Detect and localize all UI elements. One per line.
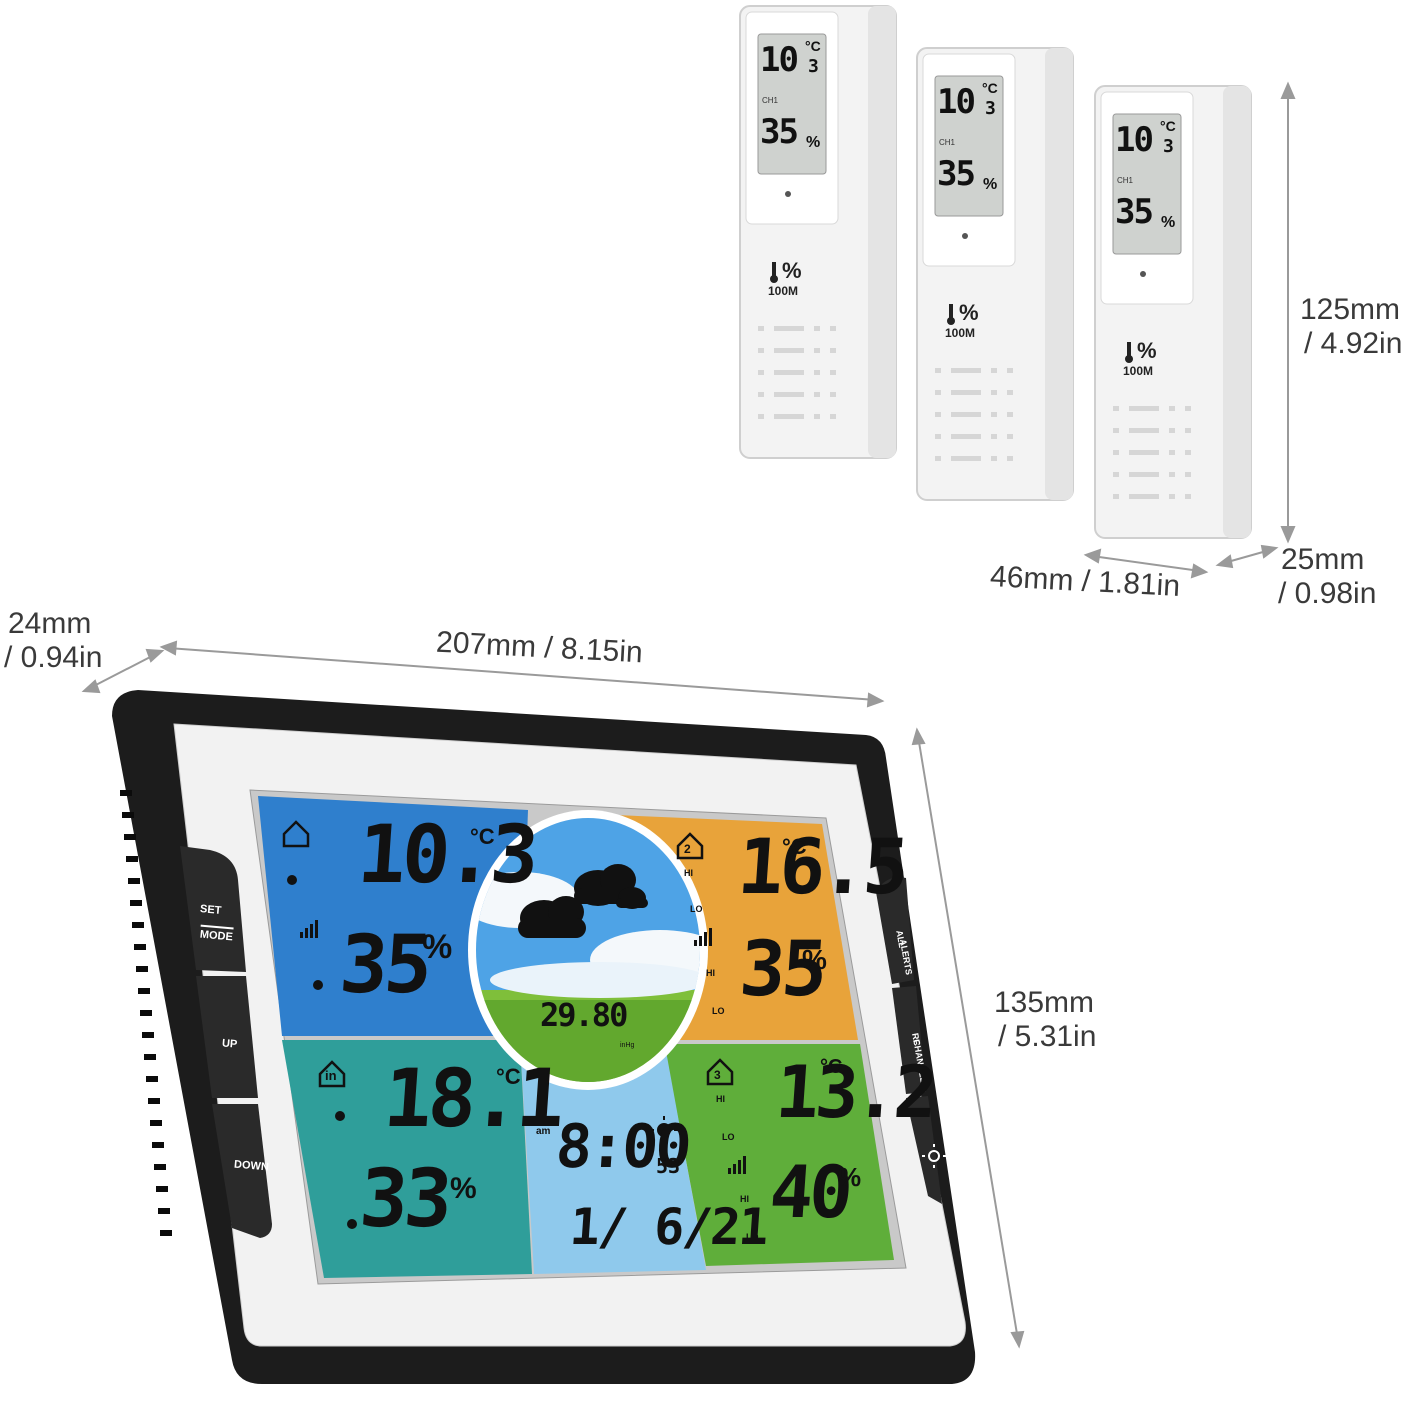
sensor-channel: CH1 xyxy=(939,138,956,147)
sensor-humidity: 35 xyxy=(937,154,976,194)
thermometer-icon xyxy=(1125,342,1133,363)
outdoor-humidity: 35 xyxy=(336,918,432,1011)
ch2-temp-unit: °C xyxy=(782,834,807,859)
outdoor-humidity-unit: % xyxy=(422,928,453,966)
station-height-in: / 5.31in xyxy=(998,1020,1097,1053)
ch2-temp: 16.5 xyxy=(734,822,909,911)
ch2-humidity-unit: % xyxy=(802,944,827,975)
indoor-humidity-unit: % xyxy=(450,1172,477,1205)
set-button-label[interactable]: SET xyxy=(199,903,222,917)
zone-outdoor-bg xyxy=(258,796,528,1036)
ch3-humidity-unit: % xyxy=(838,1162,862,1192)
sensor-temp-decimal: 3 xyxy=(985,98,996,119)
indoor-label: in xyxy=(325,1068,337,1083)
sensor-height-in: / 4.92in xyxy=(1304,327,1403,360)
sensor-range: 100M xyxy=(768,284,799,298)
ch3-hi-label: HI xyxy=(716,1094,725,1104)
sensor-hum-symbol: % xyxy=(1137,338,1157,363)
ch2-lo-label: LO xyxy=(690,904,703,914)
station-depth-mm: 24mm xyxy=(8,607,92,640)
clock-seconds: 53 xyxy=(656,1154,681,1178)
ch2-lo-label-2: LO xyxy=(712,1006,725,1016)
brightness-icon[interactable] xyxy=(922,1144,946,1168)
sensor-height-mm: 125mm xyxy=(1300,293,1401,326)
thermometer-icon xyxy=(770,262,778,283)
clock-bg xyxy=(520,1040,706,1274)
house-icon xyxy=(282,820,310,848)
station-height-mm: 135mm xyxy=(994,986,1095,1019)
house-icon xyxy=(318,1060,346,1088)
indoor-temp-unit: °C xyxy=(496,1064,521,1089)
station-depth-in: / 0.94in xyxy=(4,641,103,674)
sensor-unit-2: 10 °C 3 CH1 35 % % 100M xyxy=(915,46,1077,504)
sensor-hum-symbol: % xyxy=(959,300,979,325)
bell-icon xyxy=(287,875,357,1229)
ch3-temp: 13.2 xyxy=(773,1050,937,1134)
ch3-lo-label: LO xyxy=(722,1132,735,1142)
sun-icon xyxy=(650,1116,678,1144)
sensor-humidity-unit: % xyxy=(1161,214,1176,231)
pressure-value: 29.80 xyxy=(540,996,628,1034)
sensor-unit-3: 10 °C 3 CH1 35 % % 100M xyxy=(1093,84,1255,542)
sensor-humidity-unit: % xyxy=(983,176,998,193)
sensor-body xyxy=(739,5,897,459)
clock-ampm: am xyxy=(536,1126,551,1137)
sensor-temp-decimal: 3 xyxy=(1163,136,1174,157)
sensor-temp: 10 xyxy=(937,82,976,122)
ch3-channel-number: 3 xyxy=(714,1068,721,1082)
house-icon xyxy=(706,1058,734,1086)
sensor-body xyxy=(1094,85,1252,539)
ch2-channel-number: 2 xyxy=(684,842,691,856)
pressure-unit: inHg xyxy=(620,1042,635,1049)
sensor-temp-unit: °C xyxy=(982,80,998,96)
sensor-humidity-unit: % xyxy=(806,134,821,151)
sensor-depth-in: / 0.98in xyxy=(1278,577,1377,610)
signal-icon xyxy=(300,920,746,1174)
sensor-temp-decimal: 3 xyxy=(808,56,819,77)
sensor-channel: CH1 xyxy=(1117,176,1134,185)
ch3-lo-label-2: LO xyxy=(746,1232,759,1242)
sensor-temp-unit: °C xyxy=(805,38,821,54)
zone-ch3-bg xyxy=(664,1044,894,1266)
cloud-icon xyxy=(518,864,648,938)
sensor-channel: CH1 xyxy=(762,96,779,105)
ch2-hi-label: HI xyxy=(684,868,693,878)
sensor-range: 100M xyxy=(945,326,976,340)
sensor-humidity: 35 xyxy=(1115,192,1154,232)
mode-button-label[interactable]: MODE xyxy=(199,924,234,944)
sensor-unit-1: 10 °C 3 CH1 35 % % 100M xyxy=(738,4,900,462)
ch3-hi-label-2: HI xyxy=(740,1194,749,1204)
sensor-temp: 10 xyxy=(1115,120,1154,160)
sensor-humidity: 35 xyxy=(760,112,799,152)
outdoor-temp: 10.3 xyxy=(354,808,538,901)
up-button[interactable]: UP xyxy=(221,1037,238,1051)
outdoor-temp-unit: °C xyxy=(470,824,495,849)
clock-date: 1/ 6/21 xyxy=(567,1198,769,1256)
sensor-range: 100M xyxy=(1123,364,1154,378)
ch2-hi-label-2: HI xyxy=(706,968,715,978)
sensor-hum-symbol: % xyxy=(782,258,802,283)
house-icon xyxy=(676,832,704,860)
ch3-temp-unit: °C xyxy=(820,1056,843,1078)
sensor-temp-unit: °C xyxy=(1160,118,1176,134)
zone-indoor-bg xyxy=(282,1040,532,1278)
indoor-humidity: 33 xyxy=(356,1152,452,1245)
sensor-body xyxy=(916,47,1074,501)
sensor-depth-mm: 25mm xyxy=(1281,543,1365,576)
thermometer-icon xyxy=(947,304,955,325)
sensor-temp: 10 xyxy=(760,40,799,80)
